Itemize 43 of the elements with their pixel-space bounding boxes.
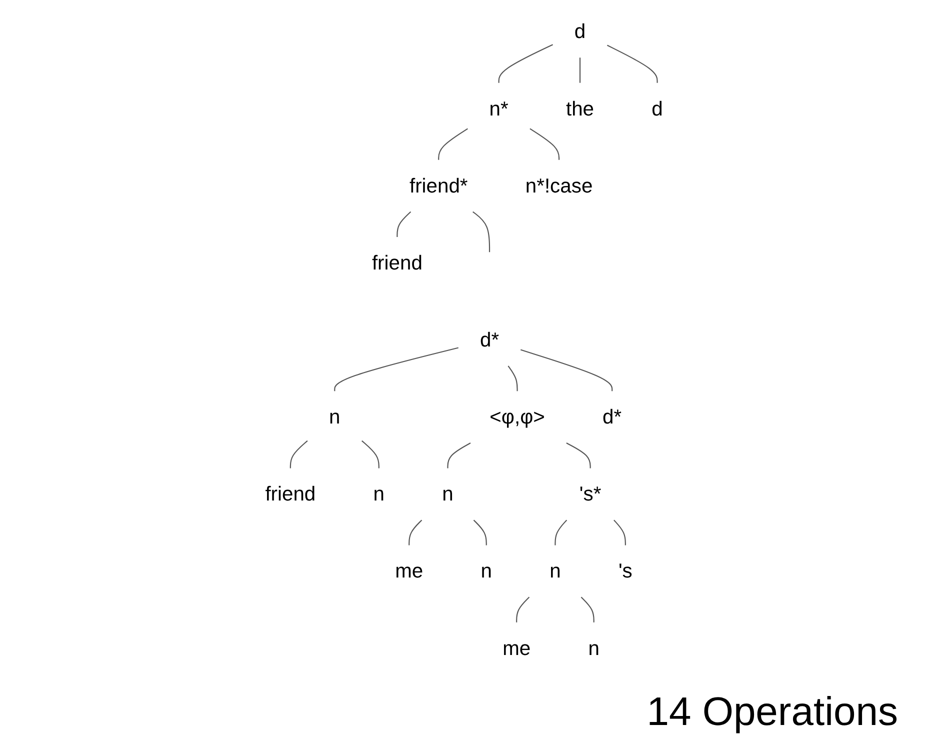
node-text: 's bbox=[618, 560, 632, 582]
node-text: n bbox=[480, 560, 492, 582]
node-text: n bbox=[329, 406, 340, 428]
node-text: <φ,φ> bbox=[490, 406, 545, 428]
connector bbox=[334, 347, 458, 392]
connector bbox=[579, 58, 580, 83]
node-text: friend* bbox=[409, 174, 468, 197]
connector bbox=[408, 520, 422, 546]
connector bbox=[438, 128, 468, 160]
node-text: n*!case bbox=[525, 174, 593, 197]
node-text: friend bbox=[372, 251, 422, 274]
node-text: d* bbox=[480, 328, 499, 351]
connector bbox=[516, 596, 530, 622]
connector bbox=[530, 128, 560, 160]
node-text: d bbox=[574, 20, 586, 42]
connector bbox=[361, 440, 380, 468]
node-text: me bbox=[395, 560, 424, 582]
node-text: me bbox=[502, 636, 531, 660]
node-text: n bbox=[550, 560, 561, 582]
connector bbox=[396, 211, 412, 237]
node-text: n bbox=[373, 482, 384, 505]
node-text: n bbox=[442, 482, 454, 505]
connector bbox=[498, 44, 553, 83]
connector bbox=[566, 442, 591, 468]
node-text: the bbox=[566, 97, 594, 120]
connector bbox=[580, 596, 594, 622]
node-text: n* bbox=[489, 97, 508, 120]
connector bbox=[554, 520, 568, 546]
tree-diagram: d n* the d friend* n*!case friend d* n <φ,φ> d* friend n n 's* me n n 's me n bbox=[150, 0, 778, 680]
connector bbox=[520, 349, 613, 392]
node-text: 's* bbox=[579, 482, 602, 505]
node-text: friend bbox=[265, 482, 316, 505]
connector bbox=[614, 520, 626, 546]
node-text: d bbox=[652, 97, 663, 120]
node-text: n bbox=[588, 636, 600, 660]
connector bbox=[473, 520, 487, 546]
note-text: 14 Operations bbox=[646, 690, 898, 735]
connector bbox=[508, 366, 518, 392]
connector bbox=[447, 442, 471, 468]
connector bbox=[472, 211, 490, 252]
connector bbox=[606, 44, 658, 83]
node-text: d* bbox=[602, 406, 622, 428]
connector bbox=[290, 440, 308, 468]
